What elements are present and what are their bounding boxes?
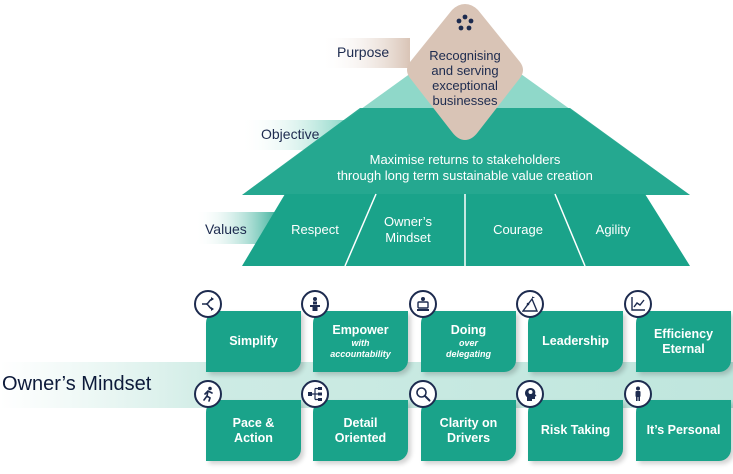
value-agility: Agility [578, 222, 648, 238]
purpose-line: Recognising [429, 48, 501, 63]
climber-summit-icon [516, 290, 544, 318]
head-brain-icon [516, 380, 544, 408]
worker-computer-icon [409, 290, 437, 318]
card-title: Risk Taking [540, 423, 611, 437]
card-title: Pace & Action [232, 415, 275, 445]
card-clarity-on-drivers: Clarity on Drivers [421, 400, 516, 461]
card-title: Doing [450, 323, 487, 337]
flower-icon [456, 14, 474, 32]
card-efficiency-eternal: Efficiency Eternal [636, 311, 731, 372]
fork-arrow-icon [194, 290, 222, 318]
card-title: Efficiency Eternal [653, 326, 714, 356]
card-title: It’s Personal [646, 423, 721, 437]
objective-line: through long term sustainable value crea… [337, 168, 593, 183]
purpose-diamond [407, 4, 523, 140]
value-line: Mindset [385, 230, 431, 245]
card-detail-oriented: Detail Oriented [313, 400, 408, 461]
value-respect: Respect [280, 222, 350, 238]
value-line: Agility [595, 222, 631, 237]
card-title: Leadership [542, 334, 609, 348]
value-line: Respect [291, 222, 339, 237]
purpose-label: Purpose [337, 44, 390, 60]
owners-mindset-band [0, 362, 733, 408]
value-courage: Courage [478, 222, 558, 238]
objective-line: Maximise returns to stakeholders [369, 152, 561, 167]
card-title: Clarity on Drivers [439, 415, 498, 445]
pyramid-middle-layer [242, 108, 690, 195]
card-its-personal: It’s Personal [636, 400, 731, 461]
objective-text: Maximise returns to stakeholders through… [300, 152, 630, 184]
value-owners-mindset: Owner’s Mindset [368, 214, 448, 246]
card-leadership: Leadership [528, 311, 623, 372]
card-title: Simplify [229, 334, 278, 348]
owners-mindset-title: Owner’s Mindset [2, 373, 152, 395]
podium-person-icon [301, 290, 329, 318]
card-title: Detail Oriented [334, 415, 387, 445]
purpose-band [320, 38, 410, 68]
purpose-text: Recognising and serving exceptional busi… [415, 48, 515, 108]
value-line: Owner’s [384, 214, 432, 229]
flowchart-icon [301, 380, 329, 408]
values-label: Values [205, 221, 247, 237]
purpose-line: and serving [431, 63, 499, 78]
purpose-line: businesses [432, 93, 498, 108]
card-title: Empower [332, 323, 389, 337]
card-simplify: Simplify [206, 311, 301, 372]
value-line: Courage [493, 222, 543, 237]
trend-chart-icon [624, 290, 652, 318]
objective-label: Objective [261, 126, 320, 142]
purpose-line: exceptional [432, 78, 498, 93]
magnifier-icon [409, 380, 437, 408]
card-risk-taking: Risk Taking [528, 400, 623, 461]
runner-icon [194, 380, 222, 408]
card-pace-action: Pace & Action [206, 400, 301, 461]
person-icon [624, 380, 652, 408]
